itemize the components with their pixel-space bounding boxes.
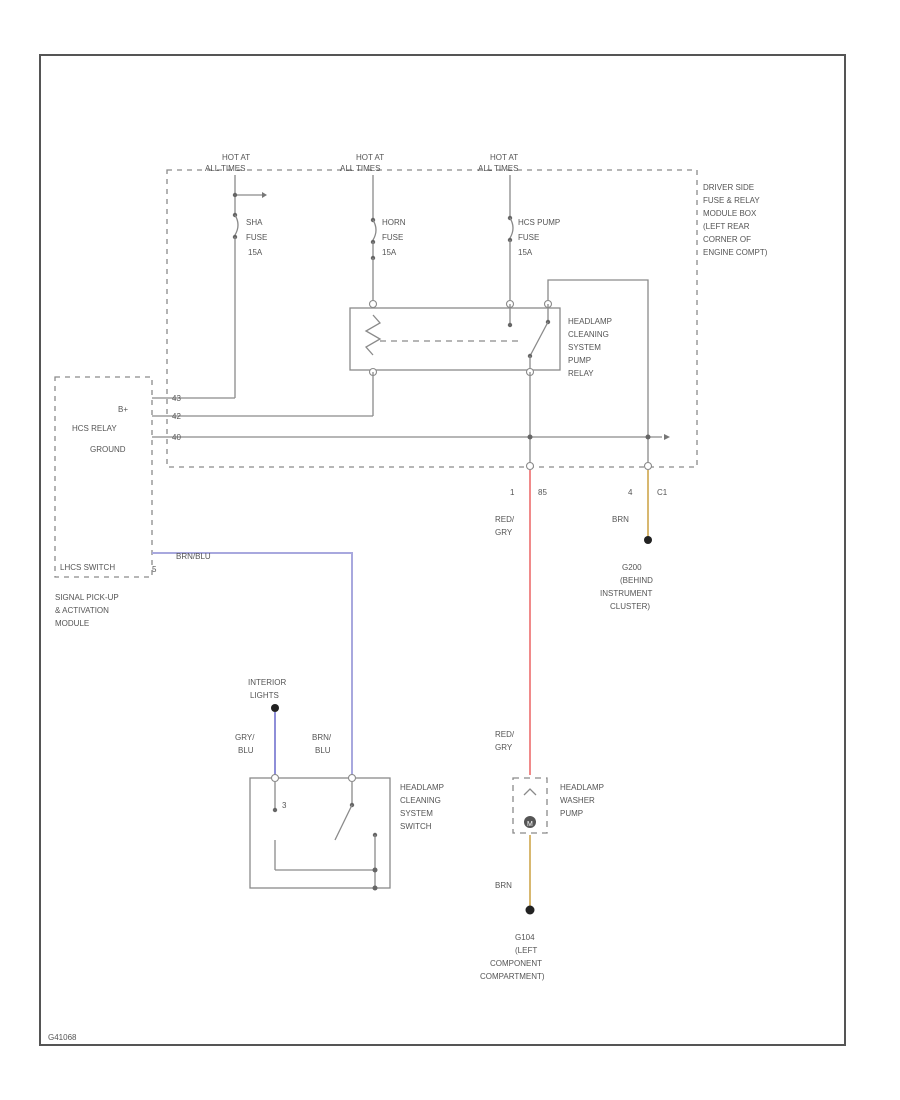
svg-text:(LEFT: (LEFT (515, 946, 537, 955)
svg-text:HORN: HORN (382, 218, 406, 227)
svg-text:HCS RELAY: HCS RELAY (72, 424, 117, 433)
supply-label-1: HOT AT ALL TIMES (205, 153, 250, 173)
svg-text:CORNER OF: CORNER OF (703, 235, 751, 244)
svg-text:15A: 15A (248, 248, 263, 257)
svg-text:FUSE: FUSE (382, 233, 403, 242)
wire-pump-feed: 1 85 RED/ GRY RED/ GRY (495, 461, 547, 775)
svg-text:HEADLAMP: HEADLAMP (400, 783, 444, 792)
svg-text:CLUSTER): CLUSTER) (610, 602, 650, 611)
svg-text:HCS PUMP: HCS PUMP (518, 218, 560, 227)
svg-text:ENGINE COMPT): ENGINE COMPT) (703, 248, 768, 257)
fuse-horn: HORN FUSE 15A (370, 175, 406, 261)
svg-text:HOT AT: HOT AT (490, 153, 518, 162)
svg-text:SYSTEM: SYSTEM (400, 809, 433, 818)
svg-text:5: 5 (152, 565, 157, 574)
svg-text:G200: G200 (622, 563, 642, 572)
supply-label-2: HOT AT ALL TIMES (340, 153, 384, 173)
svg-text:43: 43 (172, 394, 181, 403)
figure-id: G41068 (48, 1033, 77, 1042)
svg-text:GROUND: GROUND (90, 445, 126, 454)
svg-text:BRN/: BRN/ (312, 733, 332, 742)
headlamp-washer-pump: M HEADLAMP WASHER PUMP BRN G104 (LEFT CO… (480, 777, 604, 981)
svg-text:SWITCH: SWITCH (400, 822, 432, 831)
fuse-relay-box-label: DRIVER SIDE FUSE & RELAY MODULE BOX (LEF… (703, 183, 768, 257)
svg-text:(BEHIND: (BEHIND (620, 576, 653, 585)
diagram-frame (39, 54, 846, 1046)
svg-text:SYSTEM: SYSTEM (568, 343, 601, 352)
pump-relay: HEADLAMP CLEANING SYSTEM PUMP RELAY (349, 258, 649, 466)
svg-text:G104: G104 (515, 933, 535, 942)
svg-text:MODULE: MODULE (55, 619, 89, 628)
wire-relay-ground: 4 C1 BRN G200 (BEHIND INSTRUMENT CLUSTER… (600, 461, 668, 611)
supply-label-3: HOT AT ALL TIMES (478, 153, 518, 173)
svg-text:HEADLAMP: HEADLAMP (560, 783, 604, 792)
svg-text:SHA: SHA (246, 218, 263, 227)
module-labels: B+ HCS RELAY GROUND LHCS SWITCH SIGNAL P… (55, 405, 128, 628)
svg-text:40: 40 (172, 433, 181, 442)
module-connections: 43 42 40 5 (152, 394, 670, 574)
svg-text:RELAY: RELAY (568, 369, 594, 378)
svg-text:CLEANING: CLEANING (568, 330, 609, 339)
svg-text:LHCS SWITCH: LHCS SWITCH (60, 563, 115, 572)
svg-text:HOT AT: HOT AT (356, 153, 384, 162)
svg-text:CLEANING: CLEANING (400, 796, 441, 805)
svg-text:WASHER: WASHER (560, 796, 595, 805)
svg-text:4: 4 (628, 488, 633, 497)
ground-g104-symbol (525, 905, 535, 915)
svg-text:15A: 15A (382, 248, 397, 257)
svg-text:FUSE: FUSE (518, 233, 539, 242)
svg-text:INTERIOR: INTERIOR (248, 678, 286, 687)
svg-text:PUMP: PUMP (560, 809, 583, 818)
wire-switch-signal: BRN/BLU (152, 552, 353, 775)
svg-text:FUSE & RELAY: FUSE & RELAY (703, 196, 760, 205)
svg-text:& ACTIVATION: & ACTIVATION (55, 606, 109, 615)
svg-text:RED/: RED/ (495, 515, 515, 524)
svg-text:M: M (527, 821, 533, 828)
svg-text:COMPARTMENT): COMPARTMENT) (480, 972, 545, 981)
svg-text:BLU: BLU (238, 746, 254, 755)
svg-text:SIGNAL PICK-UP: SIGNAL PICK-UP (55, 593, 119, 602)
svg-text:HEADLAMP: HEADLAMP (568, 317, 612, 326)
svg-text:B+: B+ (118, 405, 128, 414)
svg-text:ALL TIMES: ALL TIMES (478, 164, 518, 173)
svg-text:FUSE: FUSE (246, 233, 267, 242)
module-outline (54, 376, 153, 578)
svg-text:85: 85 (538, 488, 547, 497)
svg-text:COMPONENT: COMPONENT (490, 959, 542, 968)
svg-text:3: 3 (282, 801, 287, 810)
fuse-hcs-pump: HCS PUMP FUSE 15A (507, 175, 560, 300)
svg-text:BRN: BRN (612, 515, 629, 524)
svg-text:ALL TIMES: ALL TIMES (340, 164, 380, 173)
svg-text:BRN/BLU: BRN/BLU (176, 552, 211, 561)
svg-text:BRN: BRN (495, 881, 512, 890)
svg-text:C1: C1 (657, 488, 668, 497)
fuse-relay-box-outline (166, 169, 698, 468)
svg-text:RED/: RED/ (495, 730, 515, 739)
svg-text:(LEFT REAR: (LEFT REAR (703, 222, 750, 231)
fuse-sha: SHA FUSE 15A (232, 175, 267, 398)
svg-text:GRY: GRY (495, 528, 513, 537)
svg-text:GRY/: GRY/ (235, 733, 255, 742)
svg-text:1: 1 (510, 488, 515, 497)
svg-text:GRY: GRY (495, 743, 513, 752)
svg-text:ALL TIMES: ALL TIMES (205, 164, 245, 173)
svg-text:HOT AT: HOT AT (222, 153, 250, 162)
svg-text:DRIVER SIDE: DRIVER SIDE (703, 183, 754, 192)
ground-g200-symbol (644, 536, 652, 544)
svg-text:INSTRUMENT: INSTRUMENT (600, 589, 653, 598)
svg-text:42: 42 (172, 412, 181, 421)
wire-interior-lights: INTERIOR LIGHTS GRY/ BLU BRN/ BLU (235, 678, 332, 775)
headlamp-cleaning-switch: 3 HEADLAMP CLEANING SYSTEM SWITCH (249, 773, 444, 891)
svg-text:LIGHTS: LIGHTS (250, 691, 279, 700)
svg-text:MODULE BOX: MODULE BOX (703, 209, 757, 218)
svg-text:PUMP: PUMP (568, 356, 591, 365)
svg-text:BLU: BLU (315, 746, 331, 755)
svg-text:15A: 15A (518, 248, 533, 257)
